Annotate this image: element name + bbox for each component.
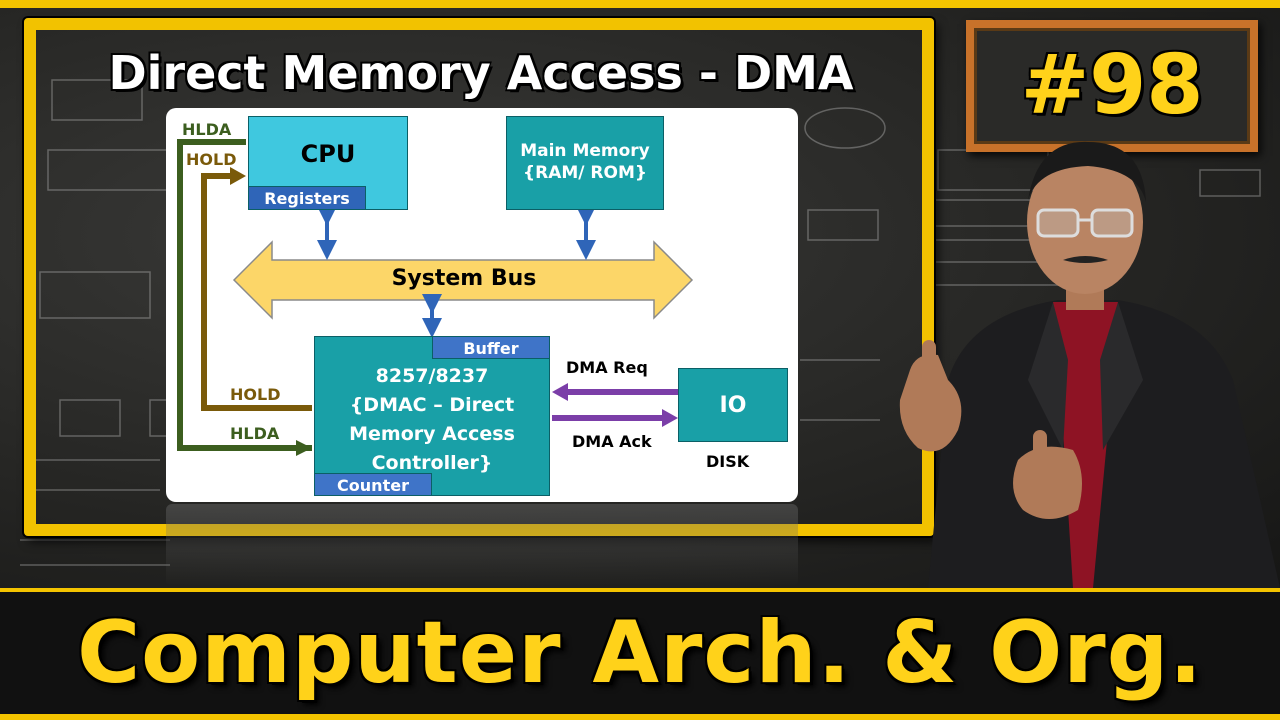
- main-memory-line2: {RAM/ ROM}: [523, 163, 647, 183]
- dmac-label: 8257/8237 {DMAC – Direct Memory Access C…: [314, 362, 550, 478]
- panel-reflection: [166, 504, 798, 586]
- hlda-bottom-label: HLDA: [230, 424, 280, 443]
- dmac-line3: Memory Access: [349, 423, 515, 445]
- video-title: Direct Memory Access - DMA: [108, 46, 854, 100]
- hold-bottom-label: HOLD: [230, 385, 281, 404]
- bottom-banner: [0, 588, 1280, 720]
- top-accent-border: [0, 0, 1280, 8]
- dmac-line1: 8257/8237: [375, 365, 489, 387]
- cpu-label: CPU: [300, 140, 356, 168]
- buffer-box: Buffer: [432, 336, 550, 359]
- dmac-box: [314, 336, 550, 496]
- series-title: Computer Arch. & Org.: [77, 603, 1203, 703]
- dma-req-label: DMA Req: [566, 358, 648, 377]
- io-box: IO: [678, 368, 788, 442]
- bus-connectors: [317, 206, 596, 338]
- hold-line: [201, 173, 312, 411]
- dmac-line2: {DMAC – Direct: [349, 394, 515, 416]
- hold-top-label: HOLD: [186, 150, 237, 169]
- episode-number: #98: [1020, 38, 1204, 133]
- system-bus-arrow: [232, 240, 694, 320]
- main-memory-line1: Main Memory: [520, 141, 650, 161]
- counter-box: Counter: [314, 473, 432, 496]
- registers-box: Registers: [248, 186, 366, 210]
- dmac-line4: Controller}: [371, 452, 493, 474]
- disk-label: DISK: [706, 452, 750, 471]
- dma-ack-label: DMA Ack: [572, 432, 652, 451]
- main-memory-label: Main Memory {RAM/ ROM}: [506, 140, 664, 184]
- main-memory-box: [506, 116, 664, 210]
- presenter-image: [899, 141, 1280, 588]
- system-bus-label: System Bus: [391, 266, 537, 291]
- hlda-top-label: HLDA: [182, 120, 232, 139]
- hlda-line: [177, 139, 312, 451]
